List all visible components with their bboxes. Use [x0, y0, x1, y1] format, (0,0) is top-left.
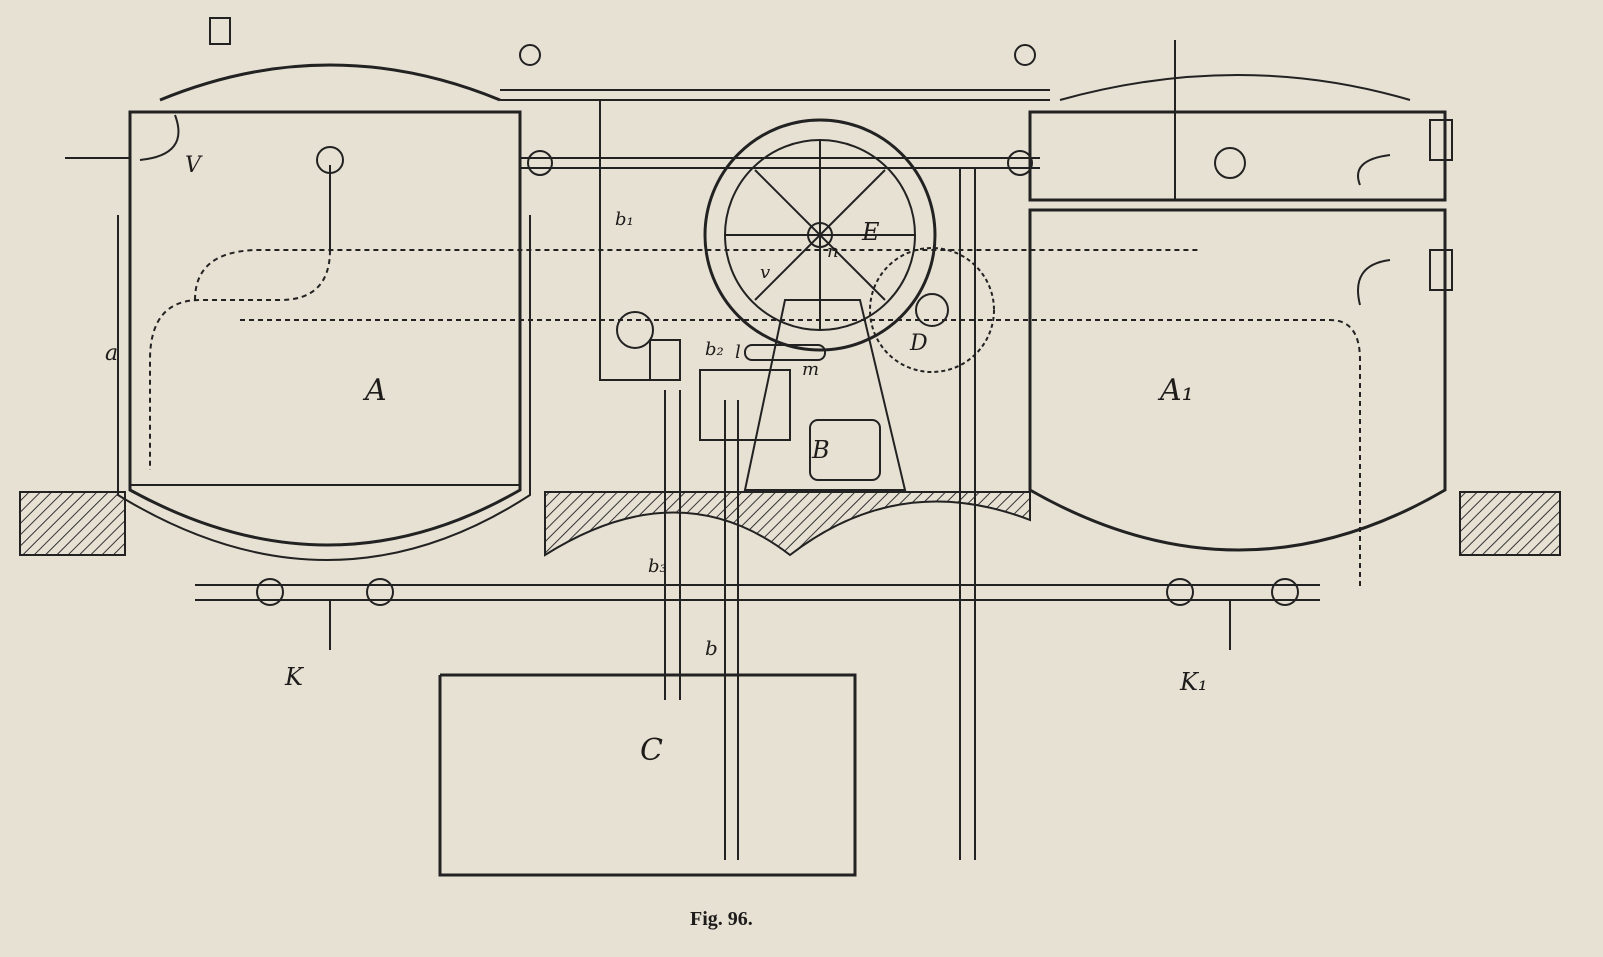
label-link-l: l [735, 342, 741, 363]
label-flywheel: E [861, 218, 880, 246]
label-tub: C [640, 733, 663, 768]
label-drain-left: K [284, 663, 305, 691]
tank-left [65, 17, 531, 561]
tank-right [1028, 40, 1453, 552]
pipes [194, 44, 1361, 860]
label-small-wheel: D [909, 331, 928, 356]
pump-machinery [616, 118, 995, 491]
label-frame: B [811, 436, 830, 464]
label-pipe-b: b [705, 636, 718, 660]
label-link-v: v [760, 262, 770, 283]
label-vent: V [185, 153, 203, 178]
label-tank-left: A [362, 373, 387, 408]
label-tank-right: A₁ [1157, 373, 1194, 408]
label-pipe-b1: b₁ [615, 209, 634, 230]
label-link-n: n [827, 241, 839, 262]
label-drain-right: K₁ [1179, 668, 1208, 696]
label-link-m: m [802, 359, 819, 380]
floor-masonry [19, 491, 1561, 557]
label-pipe-b3: b₃ [648, 556, 667, 577]
label-jacket: a [105, 341, 118, 366]
tub-c [438, 673, 857, 877]
label-pipe-b2: b₂ [705, 339, 724, 360]
figure-caption: Fig. 96. [690, 908, 753, 930]
